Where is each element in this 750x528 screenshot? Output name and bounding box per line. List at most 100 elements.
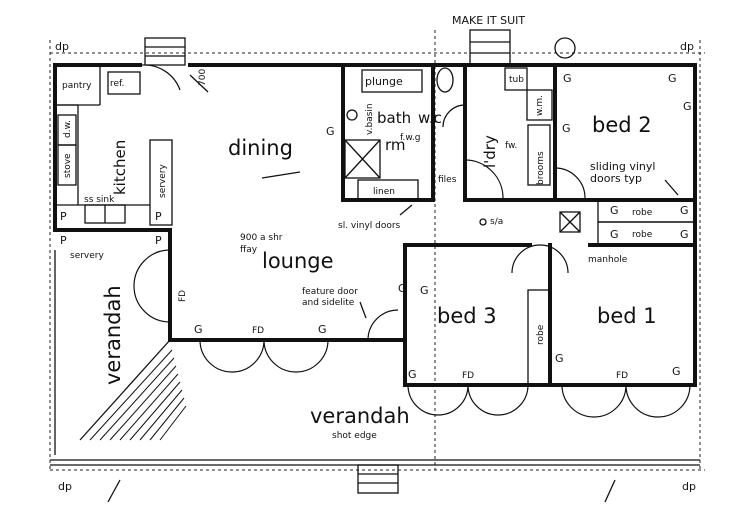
label-sa: s/a	[490, 217, 503, 227]
shower	[344, 139, 381, 179]
feature-door-swing	[367, 309, 399, 341]
label-p-2: P	[155, 210, 162, 223]
label-bed3: bed 3	[437, 304, 497, 328]
marker-g-14: G	[408, 368, 417, 381]
smoke-alarm	[479, 218, 487, 226]
manhole-box	[559, 211, 581, 233]
bed3-fd-swing-2	[467, 384, 529, 416]
top-stairs	[144, 37, 186, 66]
linen-box	[357, 179, 419, 201]
label-brooms: brooms	[536, 151, 546, 185]
bed1-fd-swing-1	[561, 384, 627, 418]
wall-outer-left	[53, 63, 142, 232]
marker-g-8: G	[680, 204, 689, 217]
marker-g-5: G	[326, 125, 335, 138]
bed3-door-swing	[511, 244, 541, 274]
label-robe-2: robe	[632, 230, 653, 240]
label-bath: bath	[377, 109, 411, 127]
marker-g-6: G	[610, 204, 619, 217]
label-pantry: pantry	[62, 81, 92, 91]
label-wc: w.c	[418, 109, 442, 127]
label-verandah-vertical: verandah	[101, 285, 125, 385]
label-p-4: P	[155, 234, 162, 247]
marker-dp-3: dp	[58, 480, 72, 493]
label-bed1: bed 1	[597, 304, 657, 328]
bed1-door-swing	[539, 244, 569, 274]
sliding-arrow	[664, 179, 679, 196]
water-tank	[554, 37, 576, 59]
label-dining: dining	[228, 136, 293, 160]
marker-g-4: G	[562, 122, 571, 135]
marker-fd-4: FD	[616, 371, 628, 381]
label-fw: fw.	[505, 141, 517, 151]
label-robe-bed3: robe	[536, 324, 546, 345]
top-note: MAKE IT SUIT	[452, 14, 525, 27]
basin-icon	[346, 109, 358, 121]
label-stove: stove	[63, 153, 73, 178]
label-dim-700: 700	[198, 69, 208, 86]
label-lounge: lounge	[262, 249, 334, 273]
marker-dp-2: dp	[680, 40, 694, 53]
label-tub: tub	[509, 75, 524, 85]
verandah-hatch	[79, 339, 187, 441]
label-verandah-horizontal: verandah	[310, 404, 410, 428]
label-manhole: manhole	[588, 255, 628, 265]
slvinyl-arrow	[399, 204, 413, 216]
dim700-line	[189, 74, 209, 93]
label-sink: ss sink	[84, 195, 115, 205]
label-files: files	[438, 175, 457, 185]
marker-g-13: G	[318, 323, 327, 336]
plunge-bath	[361, 69, 423, 93]
stove-box	[57, 144, 77, 186]
label-robe-1: robe	[632, 208, 653, 218]
bed2-door-swing	[554, 167, 586, 199]
marker-fd-1: FD	[178, 290, 188, 302]
label-wm: w.m.	[535, 95, 545, 116]
marker-g-1: G	[563, 72, 572, 85]
label-feature-1: feature door	[302, 287, 358, 297]
label-servery-horizontal: servery	[70, 251, 104, 261]
marker-g-3: G	[683, 100, 692, 113]
toilet-icon	[436, 67, 454, 93]
label-shr-1: 900 a shr	[240, 233, 283, 243]
marker-g-10: G	[398, 282, 407, 295]
label-vbasin: v.basin	[365, 103, 375, 135]
marker-g-11: G	[420, 284, 429, 297]
top-stairs-right	[469, 29, 511, 66]
marker-g-16: G	[672, 365, 681, 378]
kitchen-door-swing	[141, 64, 181, 91]
label-sliding-1: sliding vinyl	[590, 160, 655, 173]
fd-swing-1	[199, 339, 265, 373]
marker-g-12: G	[194, 323, 203, 336]
label-shr-2: ffay	[240, 245, 258, 255]
fd-swing-2	[263, 339, 329, 373]
label-sliding-2: doors typ	[590, 172, 642, 185]
arrow-bottom-right	[604, 479, 616, 503]
robe-bed3	[527, 289, 551, 386]
label-sl-vinyl: sl. vinyl doors	[338, 221, 401, 231]
marker-fd-3: FD	[462, 371, 474, 381]
label-rm: rm	[385, 136, 406, 154]
label-plunge: plunge	[365, 75, 403, 88]
label-kitchen: kitchen	[111, 140, 129, 195]
brooms-box	[527, 124, 551, 186]
marker-dp-1: dp	[55, 40, 69, 53]
label-feature-2: and sidelite	[302, 298, 355, 308]
marker-g-15: G	[555, 352, 564, 365]
wc-door-swing	[442, 104, 466, 128]
label-linen: linen	[373, 187, 395, 197]
label-servery-vertical: servery	[158, 164, 168, 198]
wm-box	[526, 89, 553, 121]
marker-dp-4: dp	[682, 480, 696, 493]
arrow-bottom-left	[107, 479, 121, 503]
label-fwg: f.w.g	[400, 133, 420, 143]
bed3-fd-swing-1	[407, 384, 469, 416]
label-p-1: P	[60, 210, 67, 223]
marker-g-7: G	[610, 228, 619, 241]
label-dw: d.w.	[63, 120, 73, 138]
marker-fd-2: FD	[252, 326, 264, 336]
marker-g-2: G	[668, 72, 677, 85]
label-p-3: P	[60, 234, 67, 247]
feature-arrow	[359, 301, 367, 319]
